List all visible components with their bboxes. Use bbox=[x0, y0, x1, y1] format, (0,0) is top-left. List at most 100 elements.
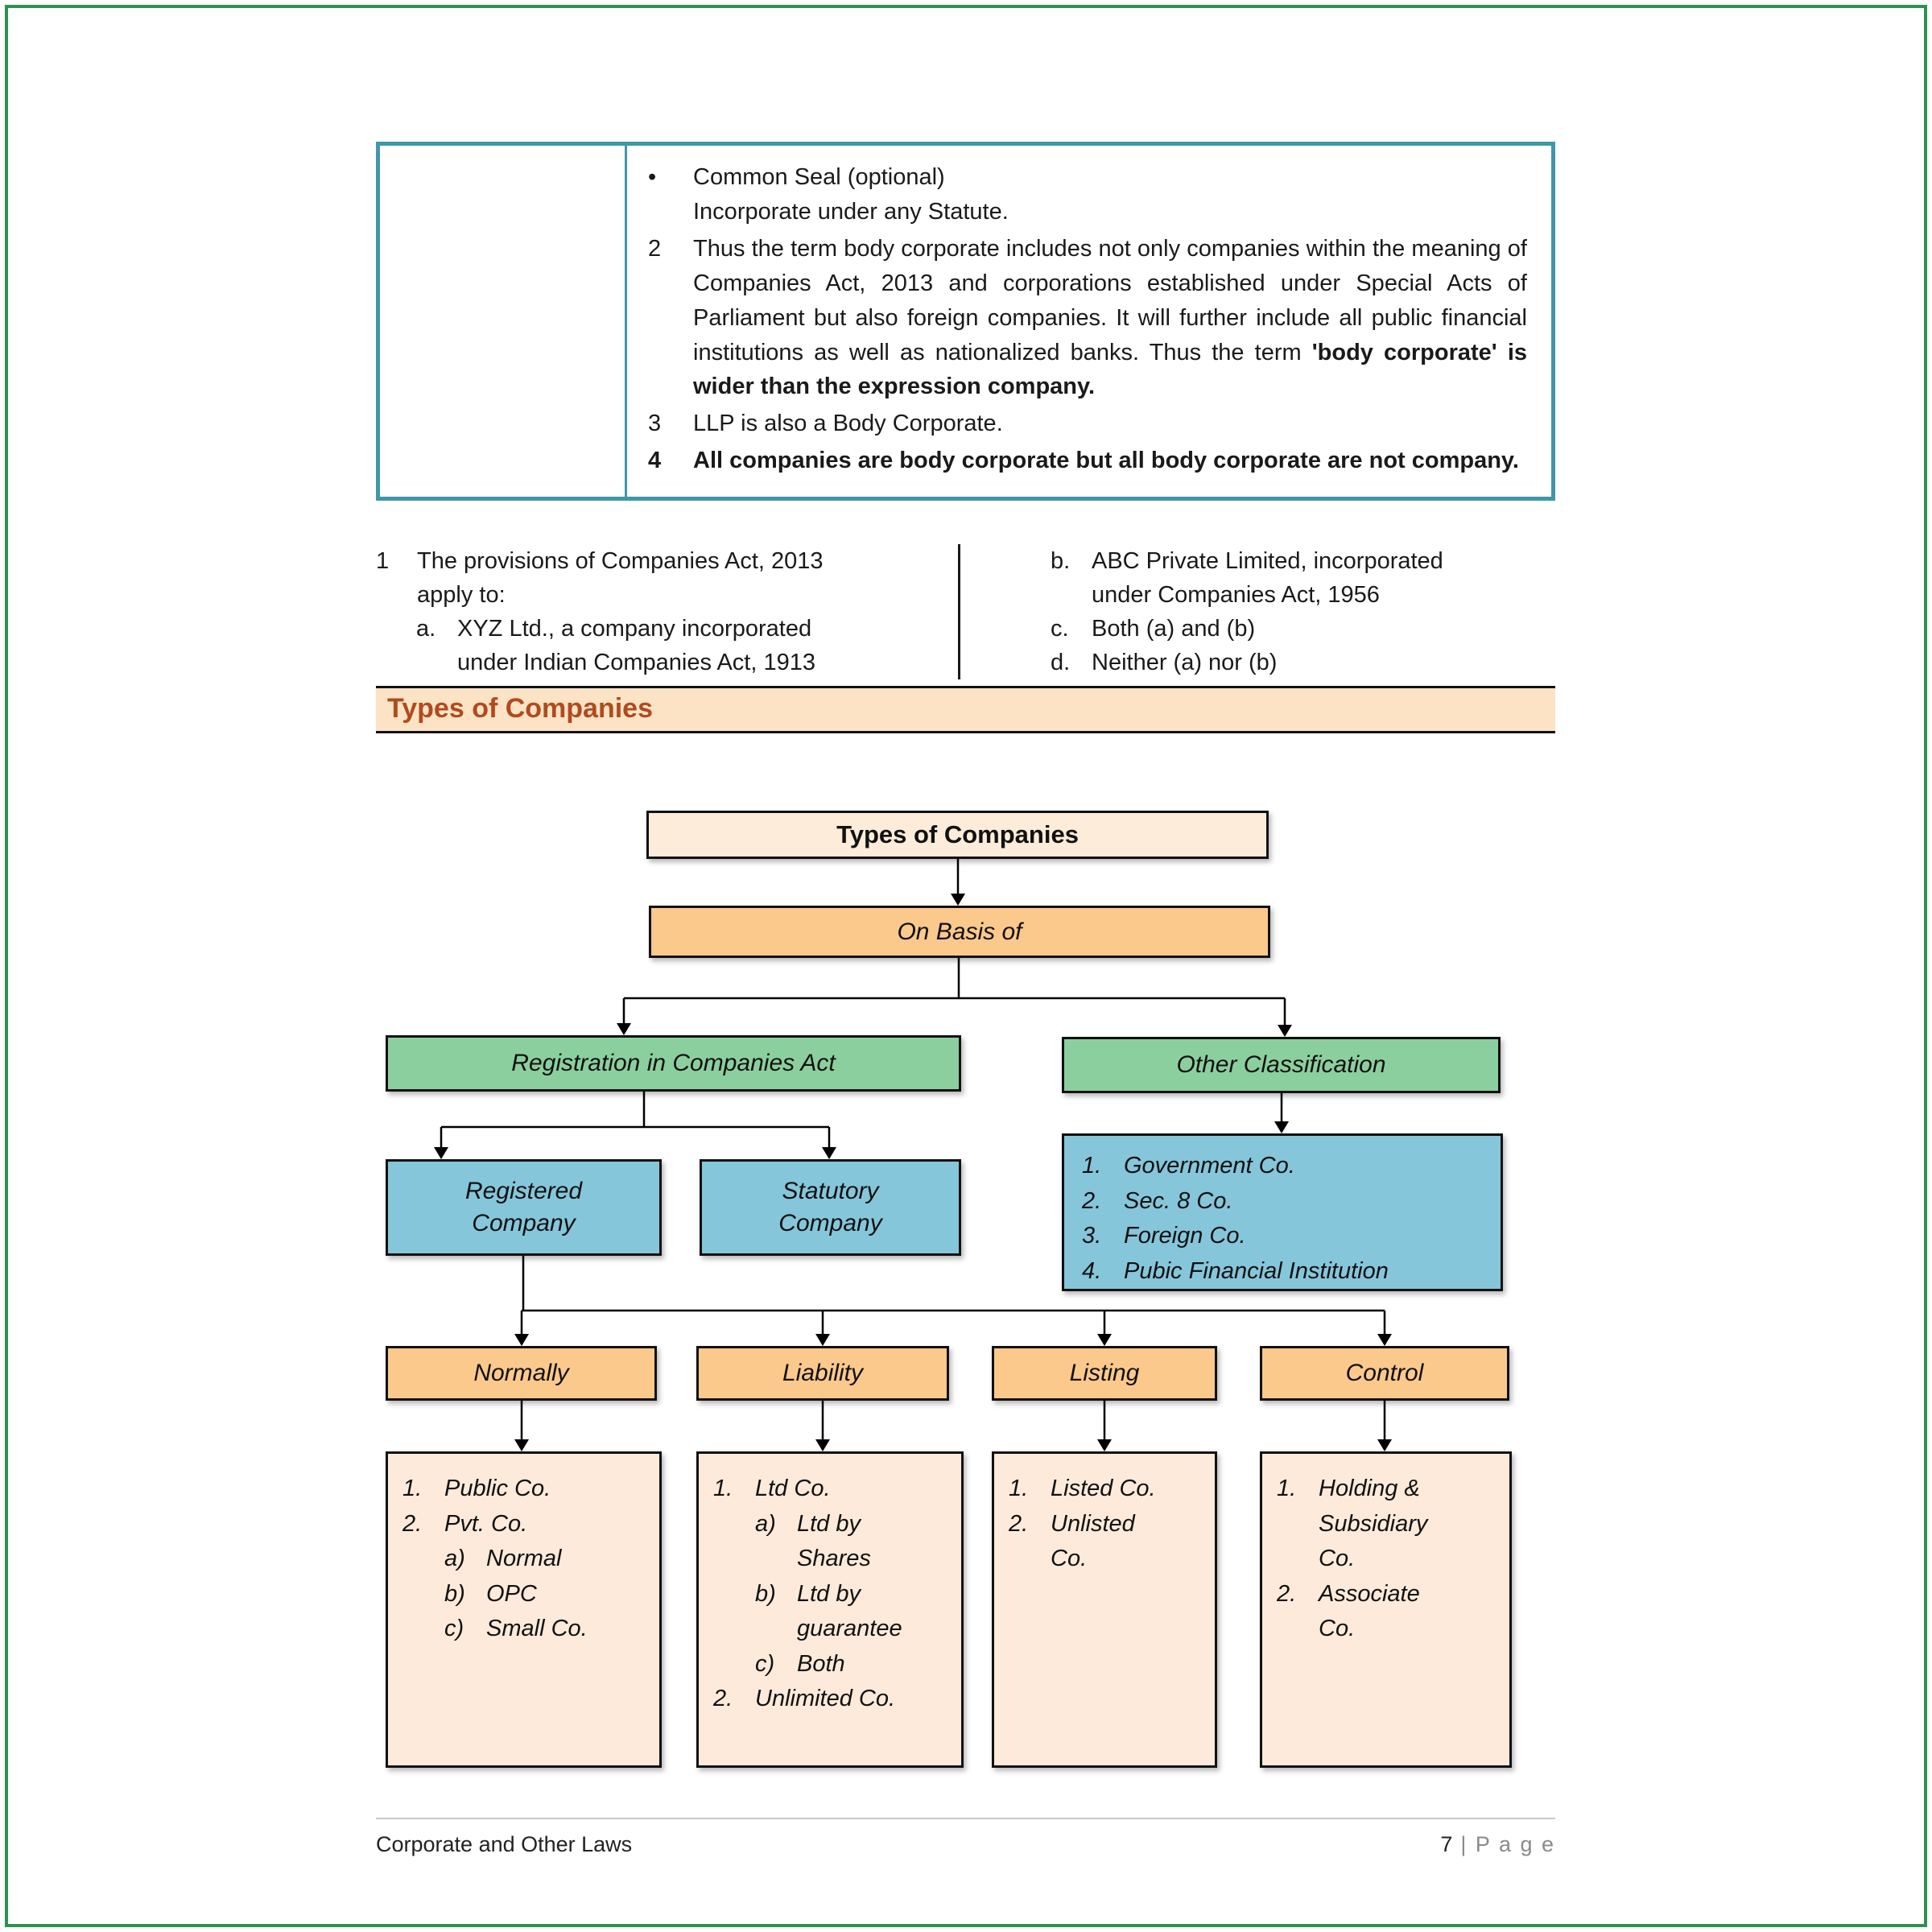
arrowhead-icon bbox=[815, 1334, 830, 1346]
arrowhead-icon bbox=[1274, 1121, 1289, 1133]
list-item-text: Public Co. bbox=[444, 1476, 551, 1501]
arrowhead-icon bbox=[1377, 1439, 1392, 1451]
option-text: ABC Private Limited, incorporated under … bbox=[1092, 548, 1443, 609]
types-of-companies-flowchart: Types of Companies On Basis of Registrat… bbox=[0, 773, 1932, 1803]
connector-path bbox=[440, 1092, 831, 1148]
table-row: 4 All companies are body corporate but a… bbox=[648, 444, 1527, 478]
quiz-question: 1 The provisions of Companies Act, 2013 … bbox=[376, 544, 939, 612]
list-item: 2.Unlisted Co. bbox=[1009, 1507, 1207, 1577]
list-item-text: Pubic Financial Institution bbox=[1124, 1257, 1389, 1284]
list-marker: 2. bbox=[1277, 1580, 1297, 1607]
table-row-text: All companies are body corporate but all… bbox=[693, 448, 1519, 474]
section-header-bar: Types of Companies bbox=[376, 686, 1555, 733]
table-row: 2 Thus the term body corporate includes … bbox=[648, 232, 1527, 405]
list-item: a) Ltd by Shares bbox=[755, 1507, 953, 1577]
arrowhead-icon bbox=[1278, 1025, 1292, 1037]
list-item-text: Normal bbox=[486, 1546, 562, 1571]
arrowhead-icon bbox=[822, 1147, 836, 1159]
option-text: Both (a) and (b) bbox=[1092, 616, 1256, 642]
arrowhead-icon bbox=[434, 1147, 448, 1159]
arrowhead-icon bbox=[815, 1439, 830, 1451]
table-left-cell bbox=[380, 146, 627, 497]
quiz-option-c: c. Both (a) and (b) bbox=[1051, 612, 1555, 646]
question-number: 1 bbox=[376, 548, 390, 574]
list-item: 3. Foreign Co. bbox=[1082, 1219, 1489, 1254]
arrowhead-icon bbox=[514, 1334, 529, 1346]
list-item: 1.Public Co. bbox=[402, 1472, 651, 1507]
bullet-icon: • bbox=[648, 164, 657, 190]
list-item: 1. Listed Co. bbox=[1009, 1472, 1207, 1507]
quiz-left-column: 1 The provisions of Companies Act, 2013 … bbox=[376, 544, 958, 679]
option-text: Neither (a) nor (b) bbox=[1092, 650, 1278, 676]
quiz-option-d: d. Neither (a) nor (b) bbox=[1051, 646, 1555, 679]
list-marker: 2. bbox=[402, 1510, 423, 1537]
list-marker: 2. bbox=[1082, 1187, 1102, 1214]
table-row-text-normal: Thus the term body corporate includes no… bbox=[693, 235, 1527, 365]
node-statutory-company: Statutory Company bbox=[700, 1159, 961, 1256]
option-marker: c. bbox=[1051, 616, 1069, 642]
table-row-text: Common Seal (optional) Incorporate under… bbox=[693, 164, 1009, 225]
node-normally: Normally bbox=[386, 1346, 657, 1401]
node-types-of-companies: Types of Companies bbox=[646, 811, 1269, 859]
node-registered-company: Registered Company bbox=[386, 1159, 662, 1256]
list-item-text: Ltd by guarantee bbox=[797, 1580, 902, 1642]
list-item: a) Normal bbox=[444, 1542, 651, 1577]
flowchart-connectors bbox=[434, 859, 1392, 1451]
quiz-option-b: b. ABC Private Limited, incorporated und… bbox=[1051, 544, 1555, 612]
list-item: c)Small Co. bbox=[444, 1612, 651, 1647]
footer-document-title: Corporate and Other Laws bbox=[376, 1832, 633, 1856]
table-row-text: Thus the term body corporate includes no… bbox=[693, 232, 1527, 405]
list-marker: 4. bbox=[1082, 1257, 1102, 1284]
arrowhead-icon bbox=[1097, 1439, 1112, 1451]
list-marker: 1. bbox=[1082, 1153, 1102, 1179]
list-item-text: Unlisted Co. bbox=[1051, 1510, 1135, 1572]
option-text: XYZ Ltd., a company incorporated under I… bbox=[457, 616, 815, 676]
list-item-text: Small Co. bbox=[486, 1616, 588, 1641]
list-marker: a) bbox=[755, 1510, 776, 1537]
node-registration-in-companies-act: Registration in Companies Act bbox=[386, 1035, 961, 1092]
list-item-text: Pvt. Co. bbox=[444, 1510, 528, 1537]
list-marker: 3. bbox=[1082, 1223, 1102, 1249]
section-title: Types of Companies bbox=[387, 693, 653, 724]
arrowhead-icon bbox=[951, 894, 965, 906]
list-item-text: Both bbox=[797, 1650, 845, 1677]
list-marker: 1. bbox=[1277, 1476, 1297, 1501]
table-row-text-bold: 'body corporate' is wider than the expre… bbox=[693, 339, 1528, 400]
list-item-text: Ltd Co. bbox=[755, 1476, 831, 1501]
list-item-text: Ltd by Shares bbox=[797, 1510, 871, 1572]
list-item: b) Ltd by guarantee bbox=[755, 1577, 953, 1647]
list-marker: b) bbox=[755, 1580, 776, 1607]
question-text: The provisions of Companies Act, 2013 ap… bbox=[417, 548, 824, 609]
option-marker: d. bbox=[1051, 650, 1071, 676]
table-right-cell: • Common Seal (optional) Incorporate und… bbox=[627, 146, 1551, 497]
page-footer: Corporate and Other Laws 7| P a g e bbox=[376, 1818, 1555, 1857]
list-item-text: Unlimited Co. bbox=[755, 1686, 896, 1711]
table-row: • Common Seal (optional) Incorporate und… bbox=[648, 160, 1527, 229]
list-item-text: Listed Co. bbox=[1051, 1476, 1156, 1501]
list-marker: c) bbox=[755, 1650, 775, 1677]
list-marker: 3 bbox=[648, 411, 662, 437]
node-listing: Listing bbox=[992, 1346, 1217, 1401]
list-item: 2. Associate Co. bbox=[1277, 1577, 1501, 1647]
list-item: 2. Pvt. Co. bbox=[402, 1507, 651, 1542]
arrowheads bbox=[434, 894, 1392, 1451]
list-item-text: Associate Co. bbox=[1319, 1580, 1420, 1642]
listing-list-box: 1. Listed Co. 2.Unlisted Co. bbox=[992, 1451, 1217, 1768]
list-marker: b) bbox=[444, 1580, 465, 1607]
list-item-text: Foreign Co. bbox=[1124, 1223, 1246, 1249]
quiz-right-column: b. ABC Private Limited, incorporated und… bbox=[958, 544, 1555, 680]
body-corporate-table: • Common Seal (optional) Incorporate und… bbox=[376, 142, 1555, 502]
arrowhead-icon bbox=[514, 1439, 529, 1451]
node-control: Control bbox=[1260, 1346, 1509, 1401]
connector-path bbox=[520, 1256, 1386, 1335]
list-marker: a) bbox=[444, 1546, 465, 1571]
arrowhead-icon bbox=[617, 1023, 631, 1035]
list-marker: 1. bbox=[713, 1476, 733, 1501]
list-marker: 1. bbox=[1009, 1476, 1029, 1501]
list-marker: 2. bbox=[713, 1686, 733, 1711]
quiz-option-a: a. XYZ Ltd., a company incorporated unde… bbox=[416, 612, 939, 679]
node-other-classification: Other Classification bbox=[1062, 1037, 1501, 1093]
list-item: 2.Sec. 8 Co. bbox=[1082, 1184, 1489, 1220]
arrowhead-icon bbox=[1097, 1334, 1112, 1346]
option-marker: a. bbox=[416, 616, 436, 642]
